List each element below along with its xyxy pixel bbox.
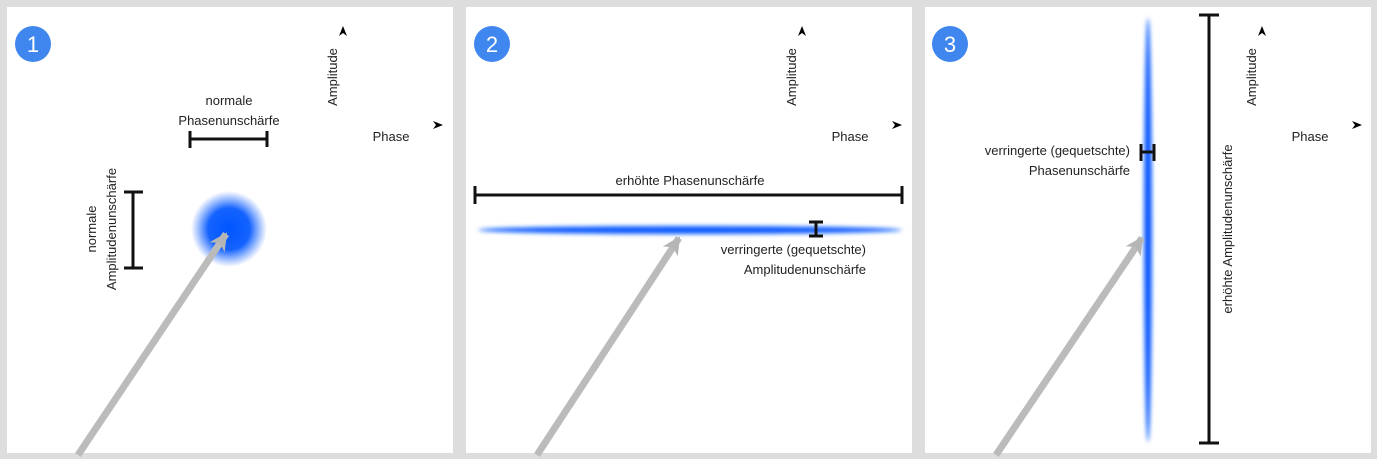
amplitude-uncertainty-label-2: Amplitudenunschärfe (104, 168, 119, 290)
phase-uncertainty-bar (473, 186, 904, 204)
panel-2: 2 Amplitude Phase erhöhte Phasenunschärf… (466, 7, 912, 457)
phasor-arrow (75, 232, 229, 457)
phasor-arrow (993, 236, 1145, 457)
amplitude-axis-label: Amplitude (325, 48, 340, 106)
amplitude-uncertainty-label-2: Amplitudenunschärfe (744, 262, 866, 277)
phasor-arrow (534, 236, 682, 457)
axes-icon: Amplitude Phase (325, 26, 443, 144)
uncertainty-ellipse (1144, 18, 1152, 442)
uncertainty-ellipse (478, 226, 902, 234)
amplitude-uncertainty-label-1: normale (84, 206, 99, 253)
axes-icon: Amplitude Phase (784, 26, 902, 144)
phase-uncertainty-label-2: Phasenunschärfe (178, 113, 279, 128)
step-number: 1 (27, 32, 39, 57)
amplitude-uncertainty-bar (809, 220, 823, 238)
amplitude-uncertainty-label-1: verringerte (gequetschte) (721, 242, 866, 257)
axes-icon: Amplitude Phase (1244, 26, 1362, 144)
step-number: 2 (486, 32, 498, 57)
panel-1: 1 Amplitude Phase normale Phasenunschärf… (7, 7, 453, 457)
step-badge (474, 26, 510, 62)
phase-axis-label: Phase (832, 129, 869, 144)
step-badge (15, 26, 51, 62)
phase-uncertainty-label-2: Phasenunschärfe (1029, 163, 1130, 178)
phase-uncertainty-bar (1139, 144, 1156, 161)
phase-uncertainty-bar (188, 131, 269, 148)
amplitude-axis-label: Amplitude (1244, 48, 1259, 106)
step-badge (932, 26, 968, 62)
phase-axis-label: Phase (1292, 129, 1329, 144)
phase-uncertainty-label: erhöhte Phasenunschärfe (616, 173, 765, 188)
phase-axis-label: Phase (373, 129, 410, 144)
amplitude-uncertainty-bar (124, 190, 143, 270)
phase-uncertainty-label-1: verringerte (gequetschte) (985, 143, 1130, 158)
amplitude-axis-label: Amplitude (784, 48, 799, 106)
uncertainty-blob (191, 191, 267, 267)
phase-uncertainty-label-1: normale (206, 93, 253, 108)
panel-3: 3 Amplitude Phase verringerte (gequetsch… (925, 7, 1371, 457)
amplitude-uncertainty-bar (1199, 13, 1219, 445)
step-number: 3 (944, 32, 956, 57)
amplitude-uncertainty-label: erhöhte Amplitudenunschärfe (1220, 144, 1235, 313)
